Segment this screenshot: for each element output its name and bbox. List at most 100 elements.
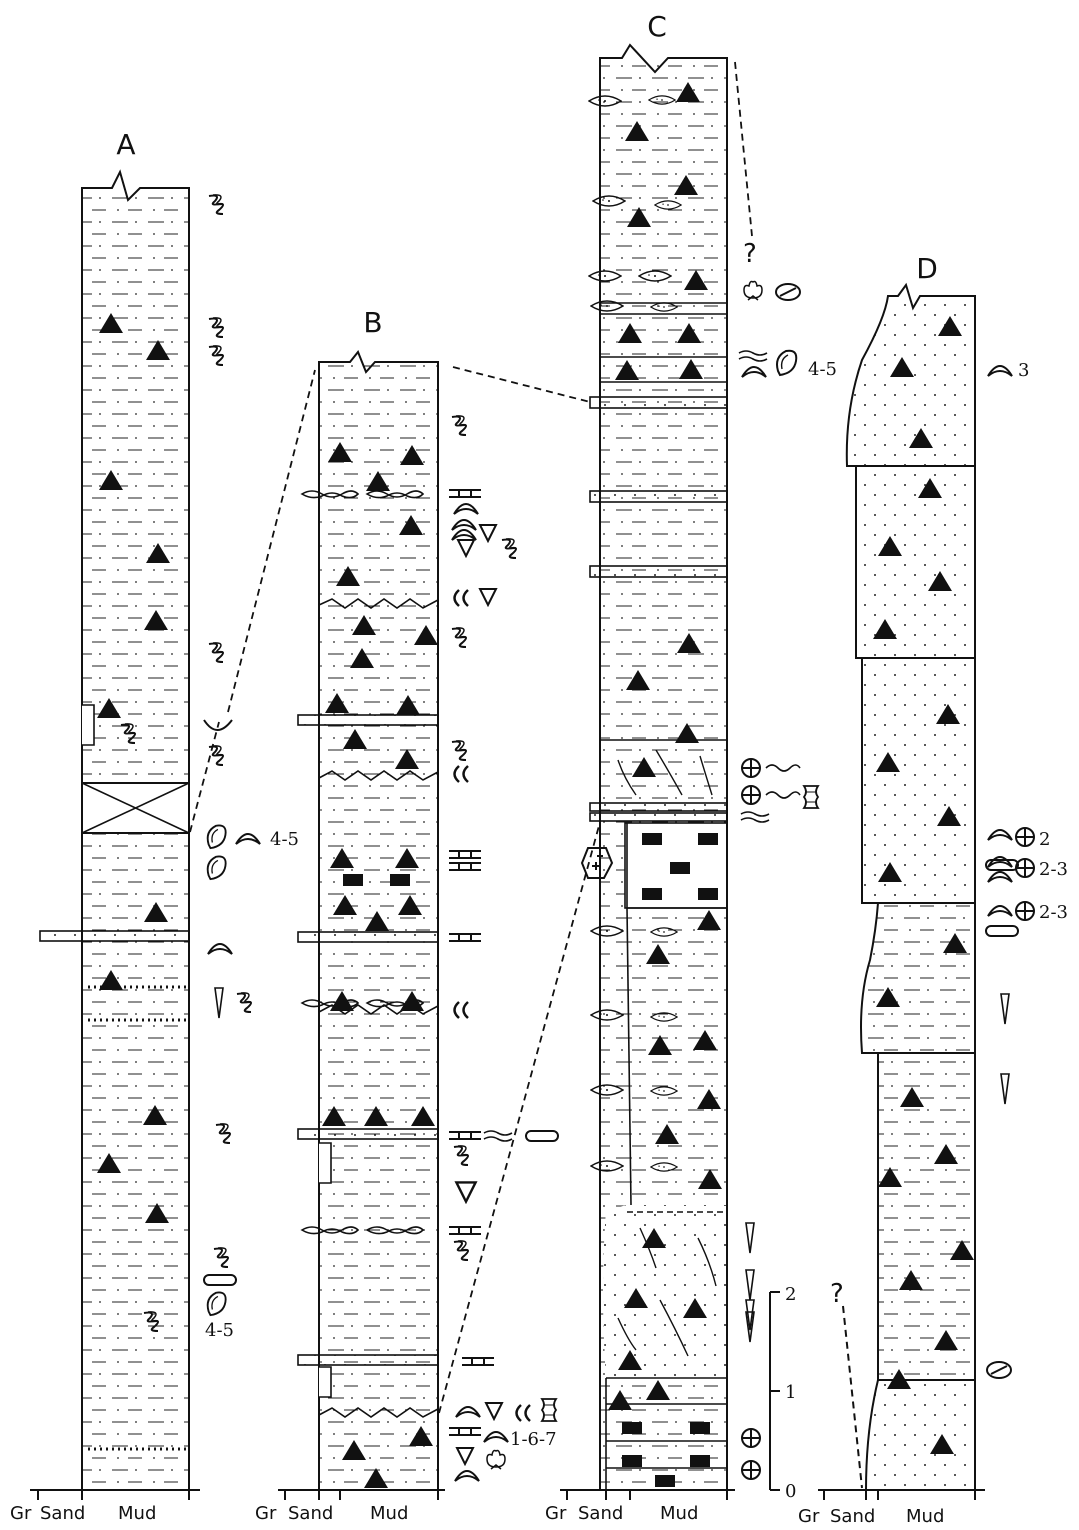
square-clast-icon [698,888,718,900]
cross-circle-icon [741,758,761,778]
bivalve-icon [483,1431,509,1443]
limestone-icon [449,489,481,498]
capsule-icon [525,1130,559,1142]
burrow-trace-icon [208,641,224,663]
bivalve-icon [987,856,1013,868]
burrow-trace-icon [451,626,467,648]
axis-label-sand: Sand [578,1503,623,1524]
bivalve-icon [455,1406,481,1418]
burrow-trace-icon [501,537,517,559]
column-b: B [255,306,559,1524]
wavy-lamination-icon [483,1130,513,1142]
crescent-icon [515,1403,532,1423]
column-d-basal-unit [864,1379,976,1491]
oyster-icon [776,349,798,376]
limestone-icon [449,1226,481,1235]
query-mark: ? [830,1279,844,1309]
bowl-trace-icon [203,719,233,731]
correlation-line-b-c-upper [452,366,591,403]
bivalve-icon [235,833,261,845]
column-c-outline [599,43,728,1490]
square-clast-icon [690,1455,710,1467]
column-d-title: D [916,252,938,285]
oyster-icon [206,824,227,850]
cone-icon [485,1402,503,1420]
bivalve-icon [987,905,1013,917]
limestone-icon [449,1131,481,1140]
axis-label-gr: Gr [10,1503,32,1524]
cross-circle-icon [741,1460,761,1480]
belemnite-icon [214,987,224,1019]
correlation-line-a-b-upper [227,369,316,713]
column-c-sand-beds [589,396,728,822]
column-d-side-symbols [985,365,1035,1379]
bivalve-icon [453,503,479,515]
limestone-icon [449,933,481,942]
column-d-unit-3 [861,657,976,904]
cross-circle-icon [1015,858,1035,878]
bivalve-icon [987,365,1013,377]
column-c-grain-axis: Gr Sand Mud [545,1489,735,1524]
burrow-trace-icon [213,1246,229,1268]
crescent-icon [453,764,470,784]
column-b-sand-beds [297,714,439,1366]
belemnite-icon [745,1269,755,1301]
axis-label-sand: Sand [288,1503,333,1524]
pebble-icon [986,1361,1012,1379]
bivalve-icon [451,529,477,541]
annotation: 2-3 [1039,902,1068,923]
column-b-grain-axis: Gr Sand Mud [255,1489,445,1524]
crescent-icon [453,1000,470,1020]
square-clast-icon [642,888,662,900]
cross-circle-icon [741,785,761,805]
annotation: 2 [1039,829,1050,850]
burrow-trace-icon [453,1144,469,1166]
cone-icon [455,1181,477,1203]
annotation: 4-5 [205,1320,234,1341]
limestone-icon [449,862,481,871]
query-mark: ? [743,239,757,269]
square-clast-icon [642,833,662,845]
scale-tick-1: 1 [785,1382,796,1403]
column-a: A [10,128,299,1524]
capsule-icon [985,925,1019,937]
crinoid-icon [486,1449,506,1470]
column-b-outline [318,350,439,1490]
burrow-trace-icon [451,414,467,436]
column-c-sandstone-unit [603,1205,727,1378]
axis-label-mud: Mud [906,1506,944,1527]
crinoid-icon [743,280,763,301]
burrow-trace-icon [236,991,252,1013]
burrow-trace-icon [208,193,224,215]
crescent-icon [453,588,470,608]
column-d-unit-4 [860,902,976,1054]
bivalve-icon [207,943,233,955]
bivalve-icon [987,829,1013,841]
axis-label-gr: Gr [545,1503,567,1524]
belemnite-icon [745,1222,755,1254]
square-clast-icon [655,1475,675,1487]
scale-tick-2: 2 [785,1284,796,1305]
limestone-icon [449,1427,481,1436]
coral-icon [206,855,227,881]
column-a-side-symbols [203,193,261,1317]
column-a-sand-bed [39,930,190,942]
gastropod-icon [541,1398,557,1422]
column-a-grain-axis: Gr Sand Mud [10,1489,200,1524]
square-clast-icon [343,874,363,886]
column-d-unit-5 [877,1052,976,1381]
wave-icon [765,764,801,772]
wavy-lamination-icon [740,811,770,823]
axis-label-gr: Gr [798,1506,820,1527]
cone-icon [456,1447,474,1465]
limestone-icon [462,1357,494,1366]
square-clast-icon [622,1455,642,1467]
burrow-trace-icon [453,1239,469,1261]
burrow-trace-icon [451,739,467,761]
annotation: 1-6-7 [510,1429,557,1450]
column-a-mud-body [82,188,189,1490]
axis-label-mud: Mud [370,1503,408,1524]
axis-label-sand: Sand [830,1506,875,1527]
capsule-icon [203,1274,237,1286]
bivalve-icon [987,871,1013,883]
